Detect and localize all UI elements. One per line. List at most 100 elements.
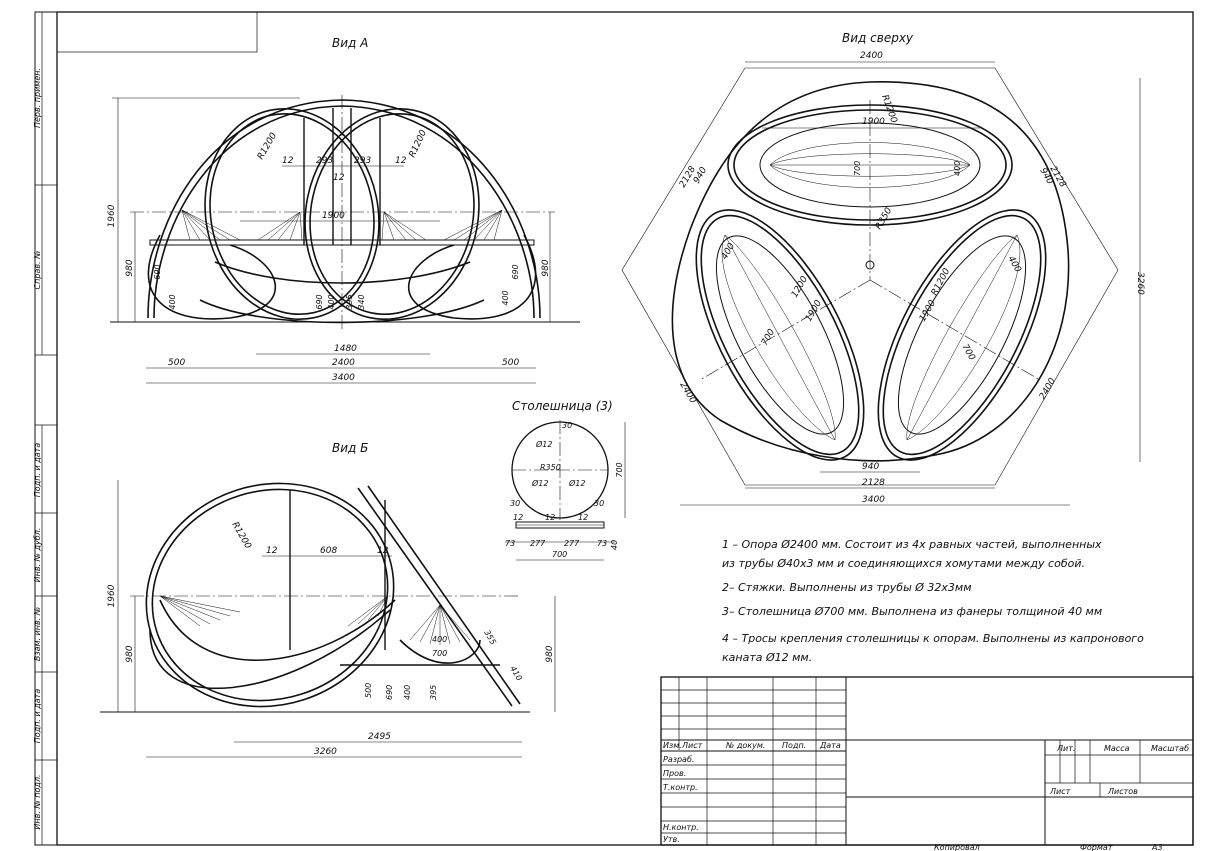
vb-d3260: 3260 — [314, 747, 337, 757]
side-stamp-label-4: Инв. № дубл. — [33, 528, 42, 583]
top-d2128c: 2128 — [862, 478, 885, 488]
va-d400c: 400 — [327, 294, 336, 309]
note-1a: 1 – Опора Ø2400 мм. Состоит из 4х равных… — [722, 538, 1102, 551]
vb-d980: 980 — [125, 645, 135, 662]
va-d12b: 12 — [333, 173, 345, 183]
view-b: Вид Б 1960 980 980 R1200 12 608 12 500 6… — [100, 441, 556, 758]
side-stamp-label-5: Взам. инв. № — [33, 607, 42, 661]
vb-d2495: 2495 — [368, 732, 391, 742]
note-4b: каната Ø12 мм. — [722, 651, 812, 664]
tb-list: Лист — [681, 741, 703, 750]
view-a-left-ring — [204, 107, 380, 321]
top-d400: 400 — [953, 161, 962, 176]
va-d12c: 12 — [395, 156, 407, 166]
vb-d500: 500 — [364, 683, 373, 698]
side-stamp-label-3: Подп. и дата — [33, 443, 42, 498]
top-d940c: 940 — [862, 462, 879, 472]
tt-d73a: 73 — [505, 539, 515, 548]
top-d2400b: 2400 — [677, 381, 697, 406]
tt-d73b: 73 — [597, 539, 607, 548]
va-d293b: 293 — [354, 156, 371, 166]
top-r1200b: R1200 — [930, 267, 953, 298]
va-d1960: 1960 — [107, 204, 117, 227]
top-d3260: 3260 — [1135, 272, 1145, 295]
tb-lit: Лит. — [1056, 744, 1075, 753]
tb-list2: Лист — [1049, 787, 1071, 796]
vb-d400t: 400 — [432, 635, 447, 644]
note-4a: 4 – Тросы крепления столешницы к опорам.… — [722, 632, 1144, 645]
tt-d30a: 30 — [562, 421, 572, 430]
top-d1900c: 1900 — [918, 298, 938, 323]
side-stamp-label-1: Перв. примен. — [33, 68, 42, 128]
top-ellipse-3 — [877, 209, 1047, 461]
top-d700b: 700 — [760, 327, 777, 347]
tt-d40: 40 — [610, 540, 619, 550]
va-d395: 395 — [345, 294, 354, 309]
va-d690R: 690 — [511, 264, 520, 279]
tt-r350: R350 — [540, 463, 561, 472]
tt-d12a: 12 — [513, 513, 523, 522]
vb-d1960: 1960 — [107, 584, 117, 607]
tb-podp: Подп. — [782, 741, 806, 750]
tb-listov: Листов — [1107, 787, 1138, 796]
tt-phi12c: Ø12 — [568, 478, 585, 488]
view-a-title: Вид А — [332, 36, 368, 50]
side-stamp-label-6: Подп. и дата — [33, 689, 42, 744]
view-b-title: Вид Б — [332, 441, 368, 455]
title-block: Изм. Лист № докум. Подп. Дата Разраб. Пр… — [660, 676, 1194, 851]
vb-d395: 395 — [429, 685, 438, 700]
top-d3400: 3400 — [862, 495, 885, 505]
va-d980L: 980 — [125, 259, 135, 276]
vb-d355: 355 — [482, 629, 497, 647]
va-d690c: 690 — [315, 294, 324, 309]
top-d400c: 400 — [1005, 255, 1022, 275]
view-b-support-leg — [357, 487, 513, 707]
top-d700c: 700 — [959, 343, 976, 363]
tt-phi12b: Ø12 — [531, 478, 548, 488]
top-d1900b: 1900 — [804, 298, 824, 323]
tb-razrab: Разраб. — [663, 755, 694, 764]
tb-izm: Изм. — [663, 741, 682, 750]
top-d2400c: 2400 — [1038, 376, 1058, 401]
vb-d410: 410 — [508, 665, 523, 683]
va-d2400: 2400 — [332, 358, 355, 368]
tb-massa: Масса — [1104, 744, 1130, 753]
tb-format: Формат — [1080, 843, 1113, 851]
top-left-stamp — [56, 11, 258, 53]
top-ellipse-2 — [695, 209, 865, 461]
side-stamp-label-7: Инв. № подл. — [33, 774, 42, 829]
va-d1900: 1900 — [322, 211, 345, 221]
tb-nkontr: Н.контр. — [663, 823, 699, 832]
tt-d277a: 277 — [530, 539, 546, 548]
vb-d690: 690 — [385, 685, 394, 700]
va-d293a: 293 — [316, 156, 333, 166]
vb-d12a: 12 — [266, 546, 278, 556]
vb-d400: 400 — [403, 685, 412, 700]
vb-d12b: 12 — [377, 546, 389, 556]
view-top: Вид сверху 2400 1900 700 400 — [621, 31, 1145, 506]
tt-d12b: 12 — [545, 513, 555, 522]
tt-d277b: 277 — [564, 539, 580, 548]
top-outer-frame — [671, 81, 1070, 462]
va-d3400: 3400 — [332, 373, 355, 383]
note-1b: из трубы Ø40х3 мм и соединяющихся хомута… — [722, 557, 1085, 570]
tb-prov: Пров. — [663, 769, 686, 778]
tb-utv: Утв. — [663, 835, 680, 844]
top-d700: 700 — [853, 161, 862, 176]
tb-data: Дата — [819, 741, 841, 750]
va-r1200b: R1200 — [408, 128, 430, 159]
va-d400R: 400 — [501, 290, 510, 305]
vb-r1200: R1200 — [229, 521, 252, 551]
view-b-ring-outer — [145, 482, 395, 708]
tabletop-title: Столешница (3) — [512, 399, 613, 413]
side-stamp-outer — [34, 11, 58, 846]
va-d500R: 500 — [502, 358, 519, 368]
top-d2400: 2400 — [860, 51, 883, 61]
tb-masshtab: Масштаб — [1151, 744, 1189, 753]
note-3: 3– Столешница Ø700 мм. Выполнена из фане… — [722, 605, 1102, 618]
va-d12a: 12 — [282, 156, 294, 166]
va-d400L: 400 — [168, 294, 177, 309]
tt-d700: 700 — [552, 550, 567, 559]
view-top-title: Вид сверху — [842, 31, 914, 45]
